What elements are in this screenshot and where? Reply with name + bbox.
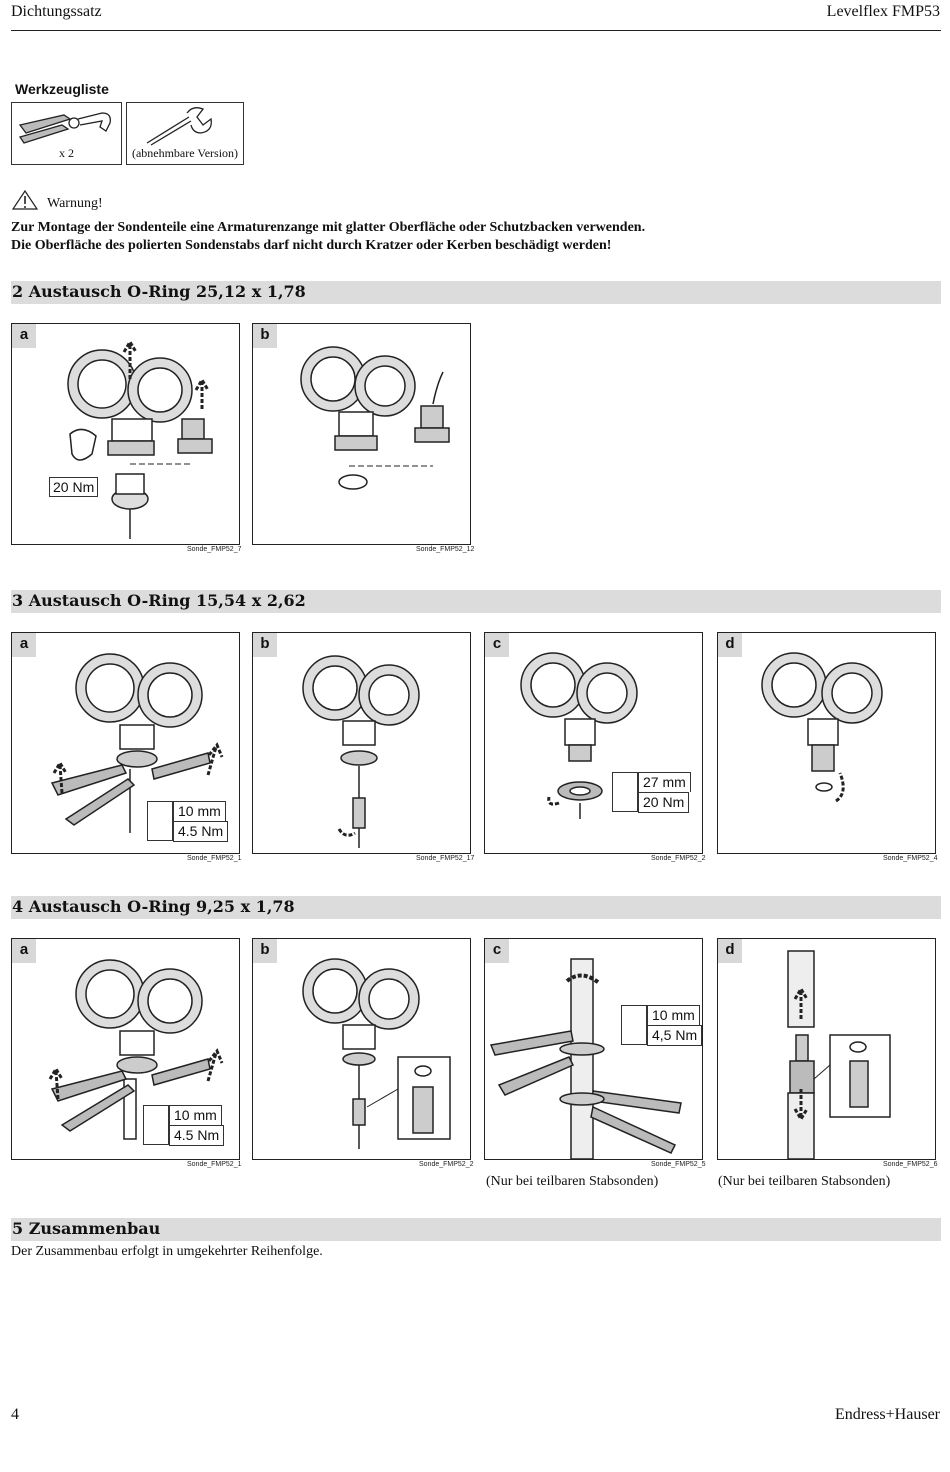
section-2-panel-b: b <box>252 323 471 545</box>
panel-label: a <box>12 939 36 963</box>
warning-text: Zur Montage der Sondenteile eine Armatur… <box>11 219 931 255</box>
spec-torque: 20 Nm <box>638 792 690 813</box>
torque-label: 20 Nm <box>49 477 99 497</box>
spec-wrench-size: 10 mm <box>173 801 226 821</box>
section-3-panel-a-code: Sonde_FMP52_1 <box>187 855 242 862</box>
wrench-icon <box>146 107 212 146</box>
panel-label: a <box>12 633 36 657</box>
hex-icon <box>612 772 638 812</box>
section-5-title: 5 Zusammenbau <box>12 1219 161 1238</box>
panel-label: b <box>253 324 277 348</box>
tool-pliers-caption: x 2 <box>59 146 74 160</box>
section-4-title: 4 Austausch O-Ring 9,25 x 1,78 <box>12 897 295 916</box>
header-left-title: Dichtungssatz <box>11 3 102 20</box>
tool-wrench: (abnehmbare Version) <box>126 102 244 165</box>
spec-wrench-size: 27 mm <box>638 772 691 792</box>
warning-line-1: Zur Montage der Sondenteile eine Armatur… <box>11 220 646 235</box>
section-4-panel-d-note: (Nur bei teilbaren Stabsonden) <box>718 1174 891 1189</box>
pliers-icon <box>18 112 111 144</box>
section-5-header: 5 Zusammenbau <box>11 1218 941 1241</box>
transmitter-illustration <box>67 339 213 539</box>
section-2-panel-a-code: Sonde_FMP52_7 <box>187 546 242 553</box>
spec-torque: 4.5 Nm <box>169 1125 225 1146</box>
spec-wrench-size: 10 mm <box>647 1005 700 1025</box>
panel-label: b <box>253 939 277 963</box>
transmitter-illustration <box>302 958 451 1149</box>
panel-label: d <box>718 939 742 963</box>
page-number: 4 <box>11 1406 19 1423</box>
section-4-header: 4 Austausch O-Ring 9,25 x 1,78 <box>11 896 941 919</box>
section-2-header: 2 Austausch O-Ring 25,12 x 1,78 <box>11 281 941 304</box>
section-3-panel-b: b <box>252 632 471 854</box>
transmitter-illustration <box>48 959 224 1140</box>
section-3-panel-b-code: Sonde_FMP52_17 <box>416 855 475 862</box>
transmitter-illustration <box>50 653 224 833</box>
section-2-title: 2 Austausch O-Ring 25,12 x 1,78 <box>12 282 306 301</box>
warning-label: Warnung! <box>47 196 103 211</box>
section-3-panel-d: d <box>717 632 936 854</box>
hex-icon <box>147 801 173 841</box>
header-divider <box>11 30 941 31</box>
section-3-panel-a: a 10 mm 4.5 Nm <box>11 632 240 854</box>
section-4-panel-d-code: Sonde_FMP52_6 <box>883 1161 938 1168</box>
brand-name: Endress+Hauser <box>835 1406 940 1423</box>
panel-label: a <box>12 324 36 348</box>
section-2-panel-a: a 20 Nm <box>11 323 240 545</box>
section-4-panel-a-code: Sonde_FMP52_1 <box>187 1161 242 1168</box>
section-4-panel-b-code: Sonde_FMP52_2 <box>419 1161 474 1168</box>
section-3-panel-c: c 27 mm 20 Nm <box>484 632 703 854</box>
section-3-panel-d-code: Sonde_FMP52_4 <box>883 855 938 862</box>
transmitter-illustration <box>520 652 638 819</box>
section-4-panel-c-code: Sonde_FMP52_5 <box>651 1161 706 1168</box>
warning-icon <box>11 189 39 210</box>
tool-pliers: x 2 <box>11 102 122 165</box>
transmitter-illustration <box>300 346 450 490</box>
spec-wrench-size: 10 mm <box>169 1105 222 1125</box>
section-2-panel-b-code: Sonde_FMP52_12 <box>416 546 475 553</box>
section-4-panel-c: c 10 mm 4,5 Nm <box>484 938 703 1160</box>
section-3-panel-c-code: Sonde_FMP52_2 <box>651 855 706 862</box>
panel-label: c <box>485 633 509 657</box>
rod-illustration <box>787 950 891 1159</box>
section-4-panel-c-note: (Nur bei teilbaren Stabsonden) <box>486 1174 659 1189</box>
panel-label: d <box>718 633 742 657</box>
section-3-header: 3 Austausch O-Ring 15,54 x 2,62 <box>11 590 941 613</box>
section-4-panel-d: d <box>717 938 936 1160</box>
section-4-panel-b: b <box>252 938 471 1160</box>
panel-label: c <box>485 939 509 963</box>
transmitter-illustration <box>302 655 420 848</box>
hex-icon <box>143 1105 169 1145</box>
tool-wrench-caption: (abnehmbare Version) <box>131 146 239 160</box>
panel-label: b <box>253 633 277 657</box>
section-4-panel-a: a 10 mm 4.5 Nm <box>11 938 240 1160</box>
rod-illustration <box>489 958 682 1159</box>
header-right-title: Levelflex FMP53 <box>826 3 940 20</box>
spec-torque: 4.5 Nm <box>173 821 229 842</box>
spec-torque: 4,5 Nm <box>647 1025 702 1046</box>
transmitter-illustration <box>761 652 883 803</box>
section-3-title: 3 Austausch O-Ring 15,54 x 2,62 <box>12 591 306 610</box>
warning-line-2: Die Oberfläche des polierten Sondenstabs… <box>11 238 612 253</box>
tools-title: Werkzeugliste <box>15 81 109 97</box>
hex-icon <box>621 1005 647 1045</box>
assembly-text: Der Zusammenbau erfolgt in umgekehrter R… <box>11 1244 323 1259</box>
